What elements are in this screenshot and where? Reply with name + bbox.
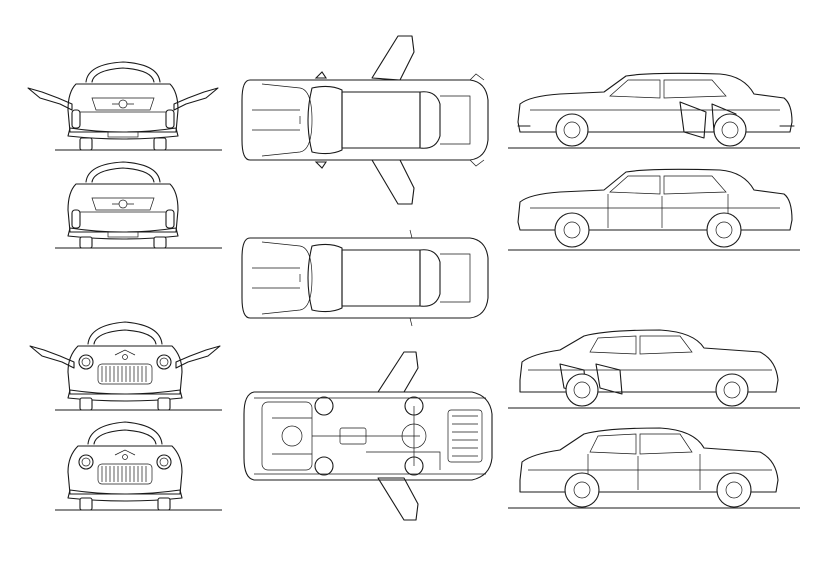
top-view-open [241, 35, 489, 205]
side-right-view-open [508, 72, 800, 149]
rear-view-open [27, 61, 222, 151]
underside-view [243, 351, 493, 521]
side-right-view [508, 168, 800, 251]
front-view [55, 421, 222, 511]
top-view [241, 229, 489, 327]
side-left-view-open [508, 329, 800, 409]
rear-view [55, 161, 222, 249]
front-view-open [29, 321, 222, 411]
side-left-view [508, 427, 800, 509]
